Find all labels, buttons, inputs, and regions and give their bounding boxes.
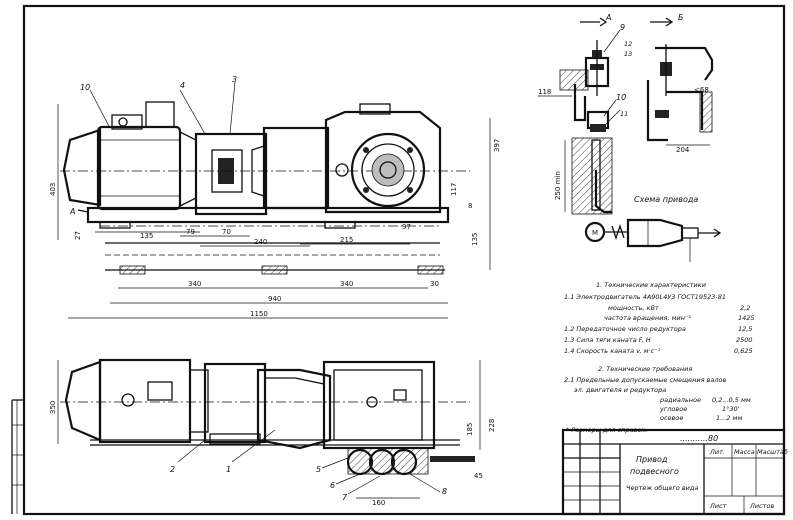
spec-speed-label: частота вращения, мин⁻¹ [604,314,691,322]
front-dimensions: 403 397 27 135 79 70 240 215 97 117 8 13… [49,104,501,319]
title-name-3: Чертеж общего вида [626,484,698,492]
title-col-mass: Масса [734,448,755,456]
leader-7: 7 [342,493,348,502]
leader-1: 1 [226,465,231,474]
title-col-scale: Масштаб [757,448,788,456]
spec-ratio-label: 1.2 Передаточное число редуктора [564,325,686,333]
req-axial-value: 1...2 мм [716,414,742,422]
plan-gearbox-cone [256,368,332,450]
spec-ratio-value: 12,5 [738,325,752,333]
view-a-marker: A [69,207,75,216]
front-leaders: 10 4 3 [80,75,237,135]
leader-10: 10 [80,83,90,92]
spec-title: 1. Технические характеристики [596,281,706,289]
plan-motor-fan [64,360,102,442]
plan-view [60,358,475,476]
dim-97: 97 [402,223,411,231]
req-line2: эл. двигателя и редуктора [574,386,666,394]
gearbox-housing [324,110,442,214]
dim-117: 117 [450,183,458,196]
req-angular-label: угловое [659,405,687,413]
dim-front-height: 403 [49,183,57,196]
title-col-lit: Лит. [709,448,725,456]
dim-340-right: 340 [340,280,353,288]
leader-11-tag: 11 [620,110,628,118]
spec-speed-value: 1425 [738,314,755,322]
dim-8: 8 [468,202,472,210]
base-frame-front [86,206,450,224]
title-sheet: Лист [709,502,727,510]
dim-plan-160: 160 [372,499,385,507]
drive-scheme: Схема привода M [584,195,722,262]
front-view [60,101,470,275]
terminal-box [111,114,143,130]
dim-detail-118: 118 [538,88,551,96]
dim-1150: 1150 [250,310,268,318]
spec-force-label: 1.3 Сила тяги каната F, Н [564,336,651,344]
view-b-label: Б [678,13,684,22]
plan-motor-body [98,358,192,444]
plan-gearbox-body [322,360,436,450]
spec-power-label: мощность, кВт [608,304,659,312]
dim-front-right-height: 397 [493,139,501,152]
leader-2: 2 [170,465,175,474]
title-name-2: подвесного [630,467,679,476]
motor-body [96,125,182,211]
leader-5: 5 [316,465,321,474]
req-radial-label: радиальное [659,396,701,404]
dim-135-right: 135 [471,233,479,246]
dim-70: 70 [222,228,231,236]
gearbox-input [262,126,330,210]
leader-3: 3 [232,75,237,84]
dim-135: 135 [140,232,153,240]
req-line1: 2.1 Предельные допускаемые смещения вало… [564,376,726,384]
view-a-label: A [605,13,611,22]
detail-views: A Б 118 250 min 9 12 13 10 11 [538,13,714,215]
leader-13-tag: 13 [624,50,632,58]
dim-30: 30 [430,280,439,288]
dim-79: 79 [186,228,195,236]
dim-detail-68: <68 [694,86,709,94]
dim-plan-350: 350 [49,401,57,414]
dim-340-left: 340 [188,280,201,288]
leader-10-detail: 10 [616,93,626,102]
scheme-title: Схема привода [634,195,698,204]
coupling-guard [194,132,268,216]
leader-4: 4 [180,81,185,90]
req-title: 2. Технические требования [598,365,692,373]
dim-215: 215 [340,236,353,244]
dim-detail-250: 250 min [554,171,562,200]
spec-velocity-label: 1.4 Скорость каната v, м·с⁻¹ [564,347,661,355]
motor-top-box [145,101,175,128]
title-designation: ...........80 [680,434,718,443]
leader-12-tag: 12 [624,40,632,48]
dim-27: 27 [74,231,82,240]
spec-power-value: 2,2 [740,304,750,312]
title-block: ...........80 Привод подвесного Чертеж о… [561,428,788,516]
dim-240: 240 [254,238,267,246]
req-axial-label: осевое [660,414,683,422]
leader-9: 9 [620,23,625,32]
plan-dimensions: 350 228 185 45 160 2 1 5 6 7 8 [49,360,496,507]
motor-fan-cover [62,128,102,207]
dim-plan-228: 228 [488,419,496,432]
leader-8: 8 [442,487,447,496]
technical-notes: 1. Технические характеристики 1.1 Электр… [564,281,755,434]
dim-plan-45: 45 [474,472,483,480]
leader-6: 6 [330,481,335,490]
spec-force-value: 2500 [736,336,753,344]
dim-plan-185: 185 [466,423,474,436]
svg-text:M: M [592,229,598,237]
spec-motor: 1.1 Электродвигатель 4А90L4У3 ГОСТ19523-… [564,293,726,301]
title-name-1: Привод [636,455,668,464]
dim-940: 940 [268,295,281,303]
title-sheets: Листов [749,502,774,510]
sheet-frame [11,4,786,516]
req-radial-value: 0,2...0,5 мм [712,396,751,404]
spec-velocity-value: 0,625 [734,347,753,355]
dim-detail-204: 204 [676,146,690,154]
req-angular-value: 1°30' [722,405,740,413]
plan-coupling-guard [203,362,267,444]
